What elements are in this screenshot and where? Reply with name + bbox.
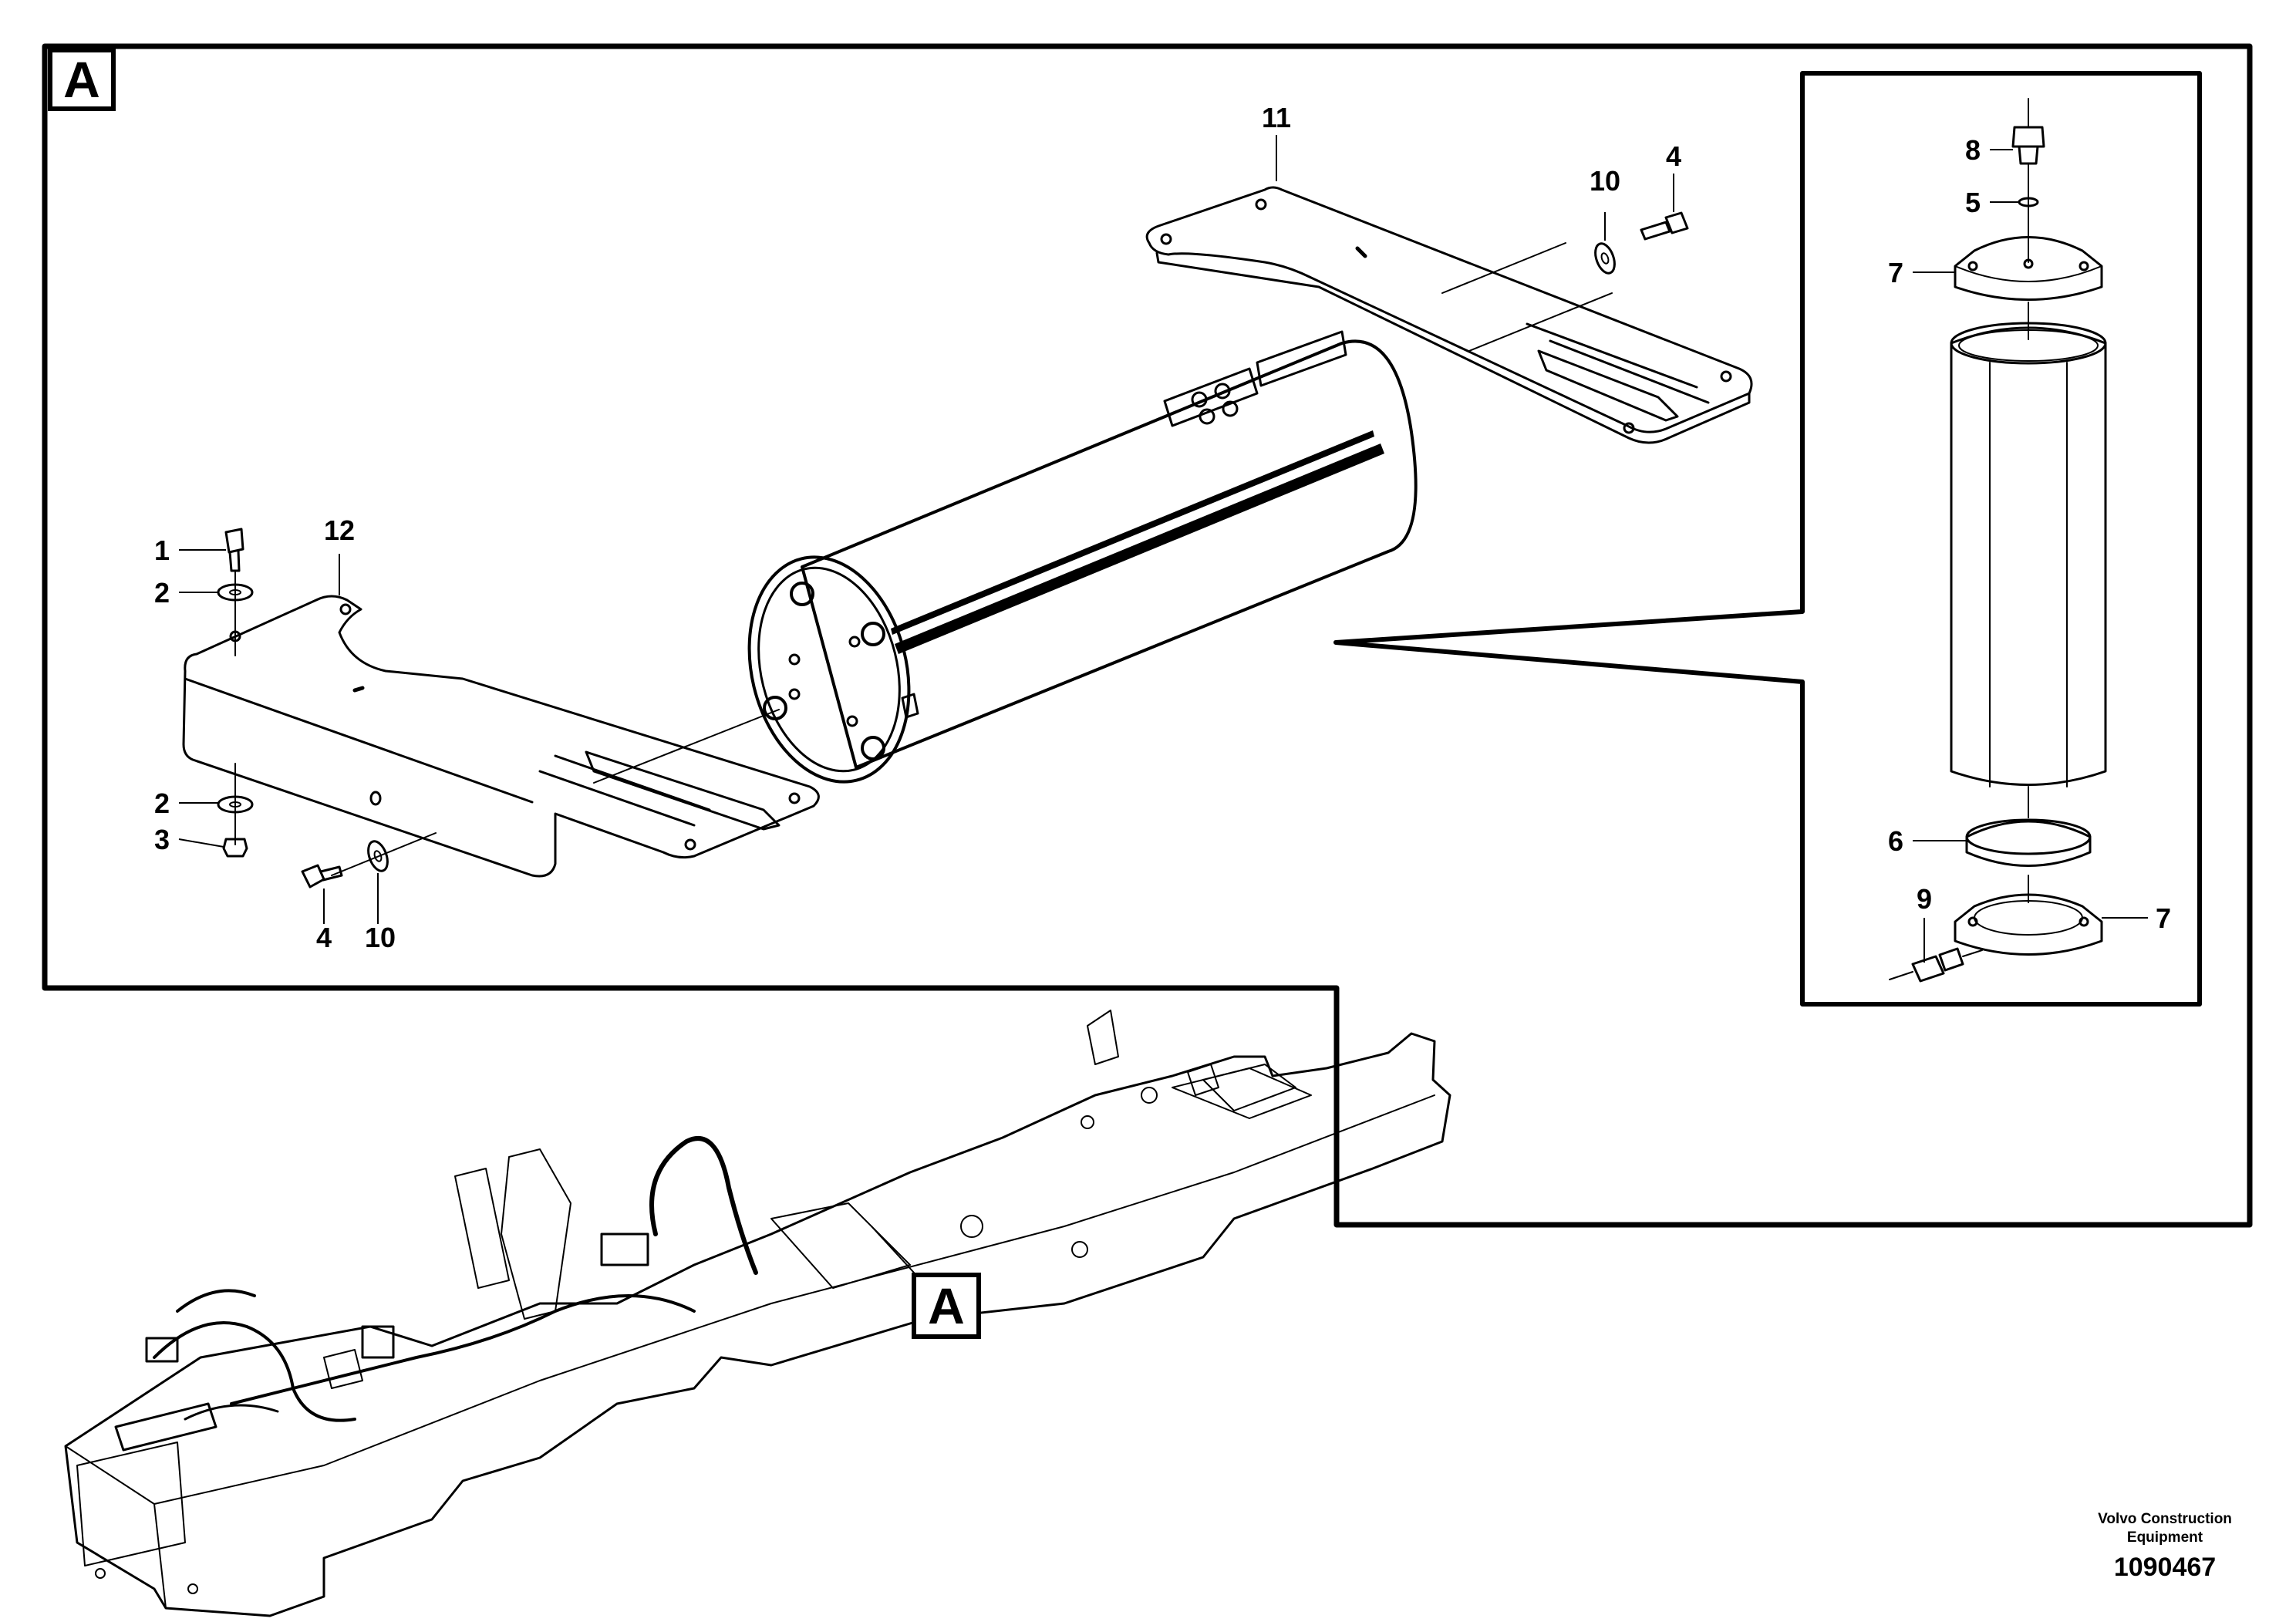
- inset-parts: [1889, 98, 2107, 983]
- brand-line-1: Volvo Construction: [2098, 1511, 2232, 1527]
- upper-bracket: [1145, 186, 1753, 444]
- callout-1: 1: [154, 534, 170, 566]
- washer-item-10-upper: [1594, 242, 1616, 275]
- callout-4-upper: 4: [1666, 140, 1681, 172]
- callout-11: 11: [1262, 102, 1291, 133]
- bolt-item-1: [224, 528, 244, 572]
- view-tag-label-overview: A: [928, 1277, 965, 1334]
- leader-lines: [178, 135, 2148, 963]
- callout-numbers: 11 4 10 12 1 2 2 3 4 10 8 5 7 6 7 9: [154, 102, 2171, 953]
- callout-8: 8: [1965, 134, 1981, 166]
- callout-2-lower: 2: [154, 787, 170, 819]
- callout-6: 6: [1888, 825, 1903, 857]
- footer: Volvo Construction Equipment 1090467: [2098, 1511, 2232, 1582]
- bolt-item-4-lower: [301, 864, 343, 889]
- washer-item-2-lower: [217, 795, 254, 814]
- nut-item-3: [222, 838, 248, 858]
- callout-9: 9: [1917, 883, 1932, 915]
- callout-10-lower: 10: [365, 922, 396, 953]
- callout-2-upper: 2: [154, 577, 170, 609]
- machine-frame: [64, 1010, 1451, 1617]
- air-tank: [747, 330, 1418, 784]
- brand-line-2: Equipment: [2127, 1529, 2203, 1546]
- view-tag-box-overview: A: [912, 1273, 981, 1339]
- detail-frame: [42, 43, 2253, 1228]
- view-tag-box: A: [48, 48, 116, 111]
- callout-5: 5: [1965, 187, 1981, 218]
- callout-12: 12: [324, 514, 355, 546]
- callout-7-upper: 7: [1888, 257, 1903, 288]
- callout-4-lower: 4: [316, 922, 332, 953]
- inset-frame: [1333, 71, 2202, 1007]
- callout-7-lower: 7: [2156, 902, 2171, 934]
- lower-bracket: [182, 595, 820, 878]
- washer-item-10-lower: [367, 840, 389, 872]
- view-tag-label: A: [63, 51, 100, 108]
- drawing-number: 1090467: [2114, 1553, 2216, 1582]
- bolt-item-4-upper: [1640, 211, 1689, 241]
- callout-10-upper: 10: [1590, 165, 1620, 197]
- callout-3: 3: [154, 824, 170, 855]
